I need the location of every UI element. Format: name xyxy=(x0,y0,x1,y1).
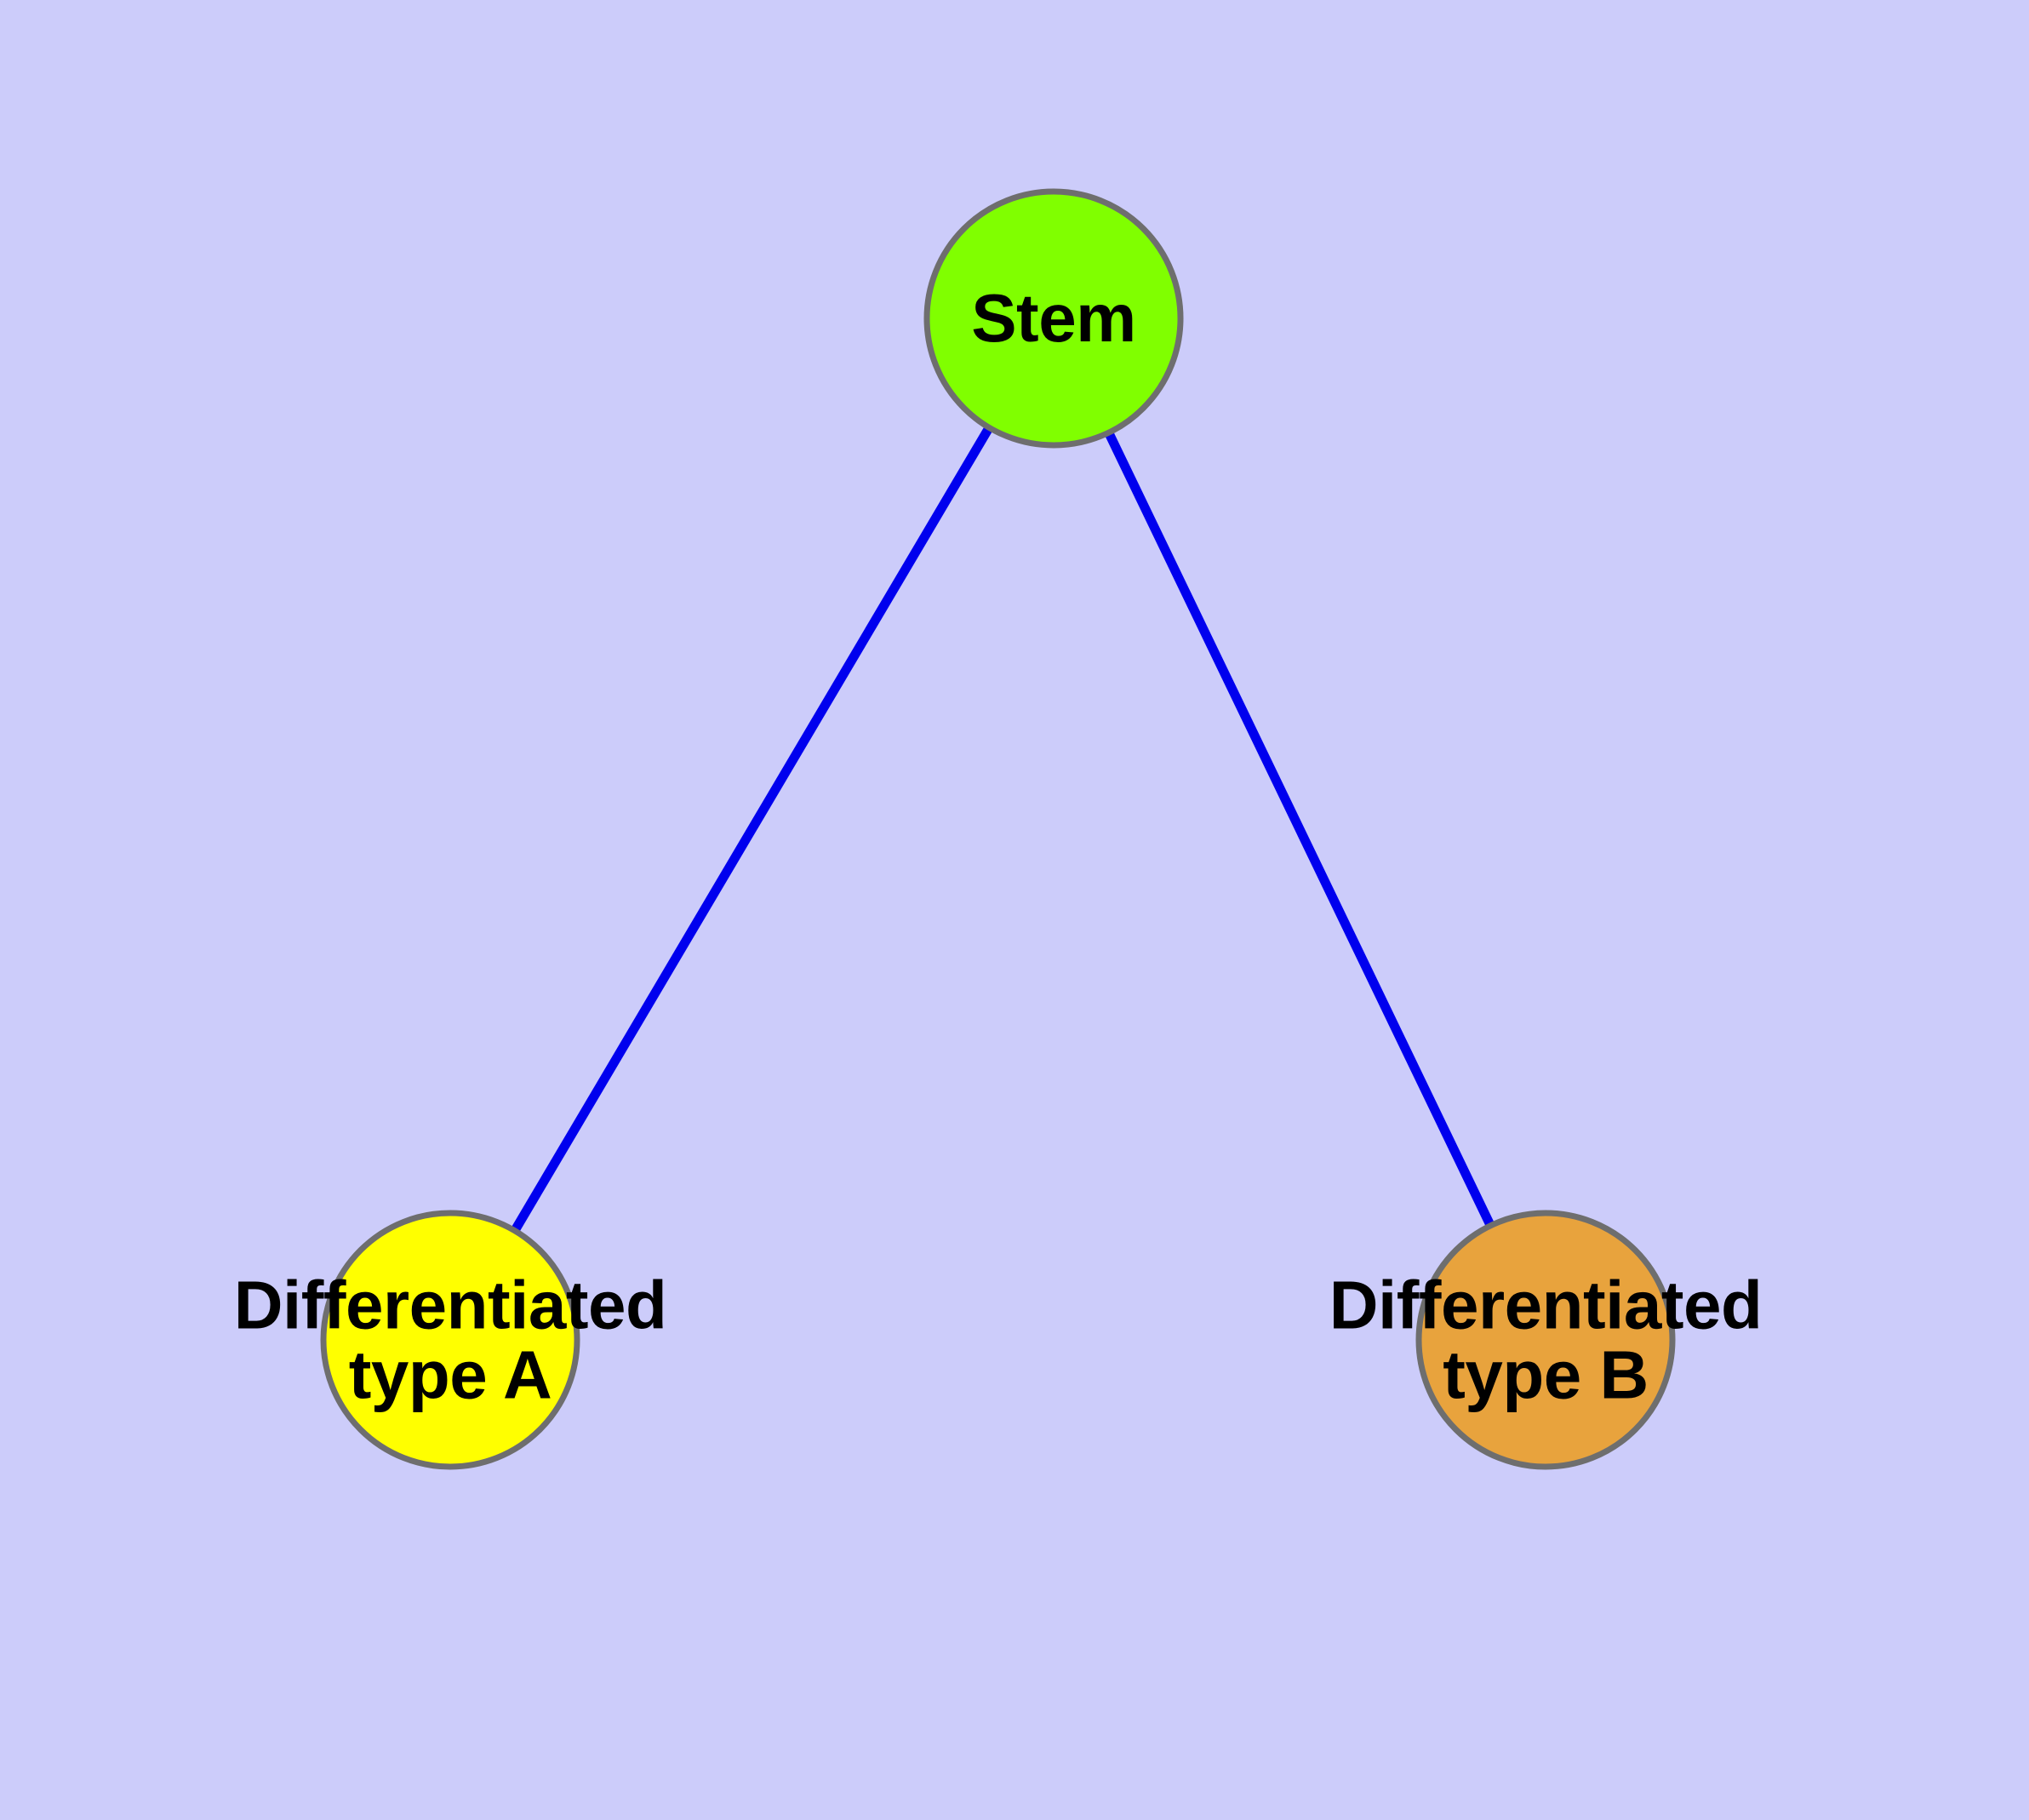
node-circle-diff-a[interactable] xyxy=(320,1210,580,1470)
edge-layer xyxy=(509,422,1497,1236)
node-circle-diff-b[interactable] xyxy=(1415,1210,1676,1470)
node-circle-stem[interactable] xyxy=(923,188,1184,449)
edge-stem-diff-a xyxy=(509,422,995,1236)
node-layer xyxy=(320,188,1676,1470)
edge-stem-diff-b xyxy=(1102,427,1497,1231)
